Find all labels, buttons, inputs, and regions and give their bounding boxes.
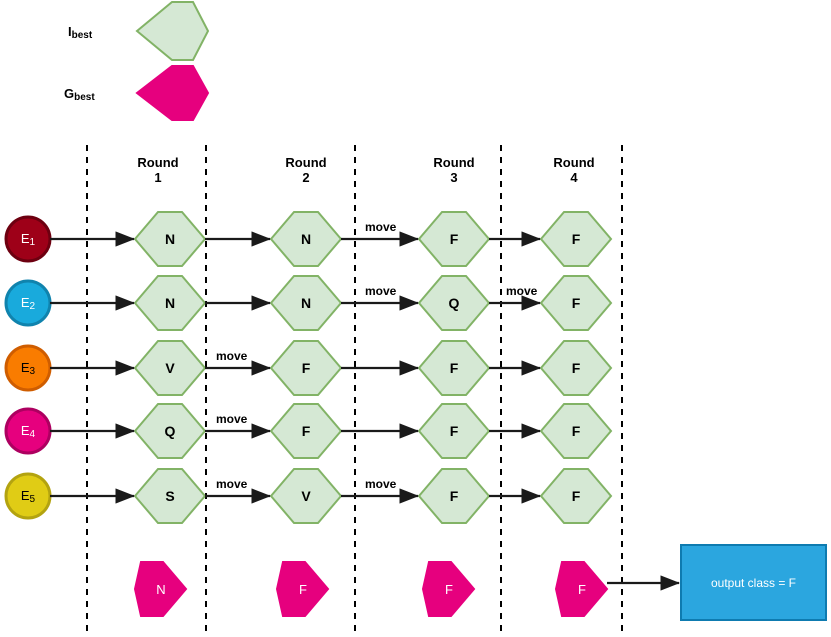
- gbest-label-r2: F: [299, 582, 307, 597]
- node-label-e5-r1: S: [165, 488, 175, 504]
- node-label-e2-r4: F: [571, 295, 581, 311]
- gbest-label-r4: F: [578, 582, 586, 597]
- node-label-e4-r4: F: [571, 423, 581, 439]
- node-label-e5-r3: F: [449, 488, 459, 504]
- state-nodes: [133, 211, 613, 524]
- agent-label-e3: E3: [20, 360, 36, 377]
- legend-shapes: [135, 0, 210, 121]
- move-label-e2-2-3: move: [365, 284, 397, 298]
- node-label-e4-r2: F: [301, 423, 311, 439]
- node-label-e2-r3: Q: [448, 295, 460, 311]
- node-label-e1-r3: F: [449, 231, 459, 247]
- gbest-r3: [421, 561, 476, 617]
- node-label-e1-r2: N: [300, 231, 312, 247]
- gbest-r2: [275, 561, 330, 617]
- move-label-e5-1-2: move: [216, 477, 248, 491]
- gbest-r4: [554, 561, 609, 617]
- round-dividers: [86, 145, 623, 637]
- node-label-e4-r3: F: [449, 423, 459, 439]
- node-label-e1-r4: F: [571, 231, 581, 247]
- agent-label-e2: E2: [20, 295, 36, 312]
- move-label-e4-1-2: move: [216, 412, 248, 426]
- move-label-e5-2-3: move: [365, 477, 397, 491]
- move-label-e3-1-2: move: [216, 349, 248, 363]
- legend-label-ibest: Ibest: [68, 24, 93, 41]
- node-label-e1-r1: N: [164, 231, 176, 247]
- node-label-e2-r1: N: [164, 295, 176, 311]
- legend-ibest-hexagon: [135, 0, 210, 61]
- gbest-label-r3: F: [445, 582, 453, 597]
- flow-arrows: [50, 231, 681, 591]
- move-label-e2-3-4: move: [506, 284, 538, 298]
- gbest-label-r1: N: [156, 582, 166, 597]
- agent-label-e5: E5: [20, 488, 36, 505]
- agent-label-e1: E1: [20, 231, 36, 248]
- output-box: [680, 544, 827, 621]
- node-label-e2-r2: N: [300, 295, 312, 311]
- node-label-e3-r2: F: [301, 360, 311, 376]
- node-label-e5-r2: V: [301, 488, 311, 504]
- gbest-nodes: [133, 561, 609, 617]
- node-label-e5-r4: F: [571, 488, 581, 504]
- node-label-e4-r1: Q: [164, 423, 176, 439]
- gbest-r1: [133, 561, 188, 617]
- agent-circles: [4, 215, 52, 520]
- legend-label-gbest: Gbest: [64, 86, 95, 103]
- move-label-e1-2-3: move: [365, 220, 397, 234]
- node-label-e3-r1: V: [165, 360, 175, 376]
- legend-gbest-hexagon: [135, 65, 210, 121]
- output-class-label: output class = F: [710, 576, 797, 590]
- node-label-e3-r4: F: [571, 360, 581, 376]
- agent-label-e4: E4: [20, 423, 36, 440]
- node-label-e3-r3: F: [449, 360, 459, 376]
